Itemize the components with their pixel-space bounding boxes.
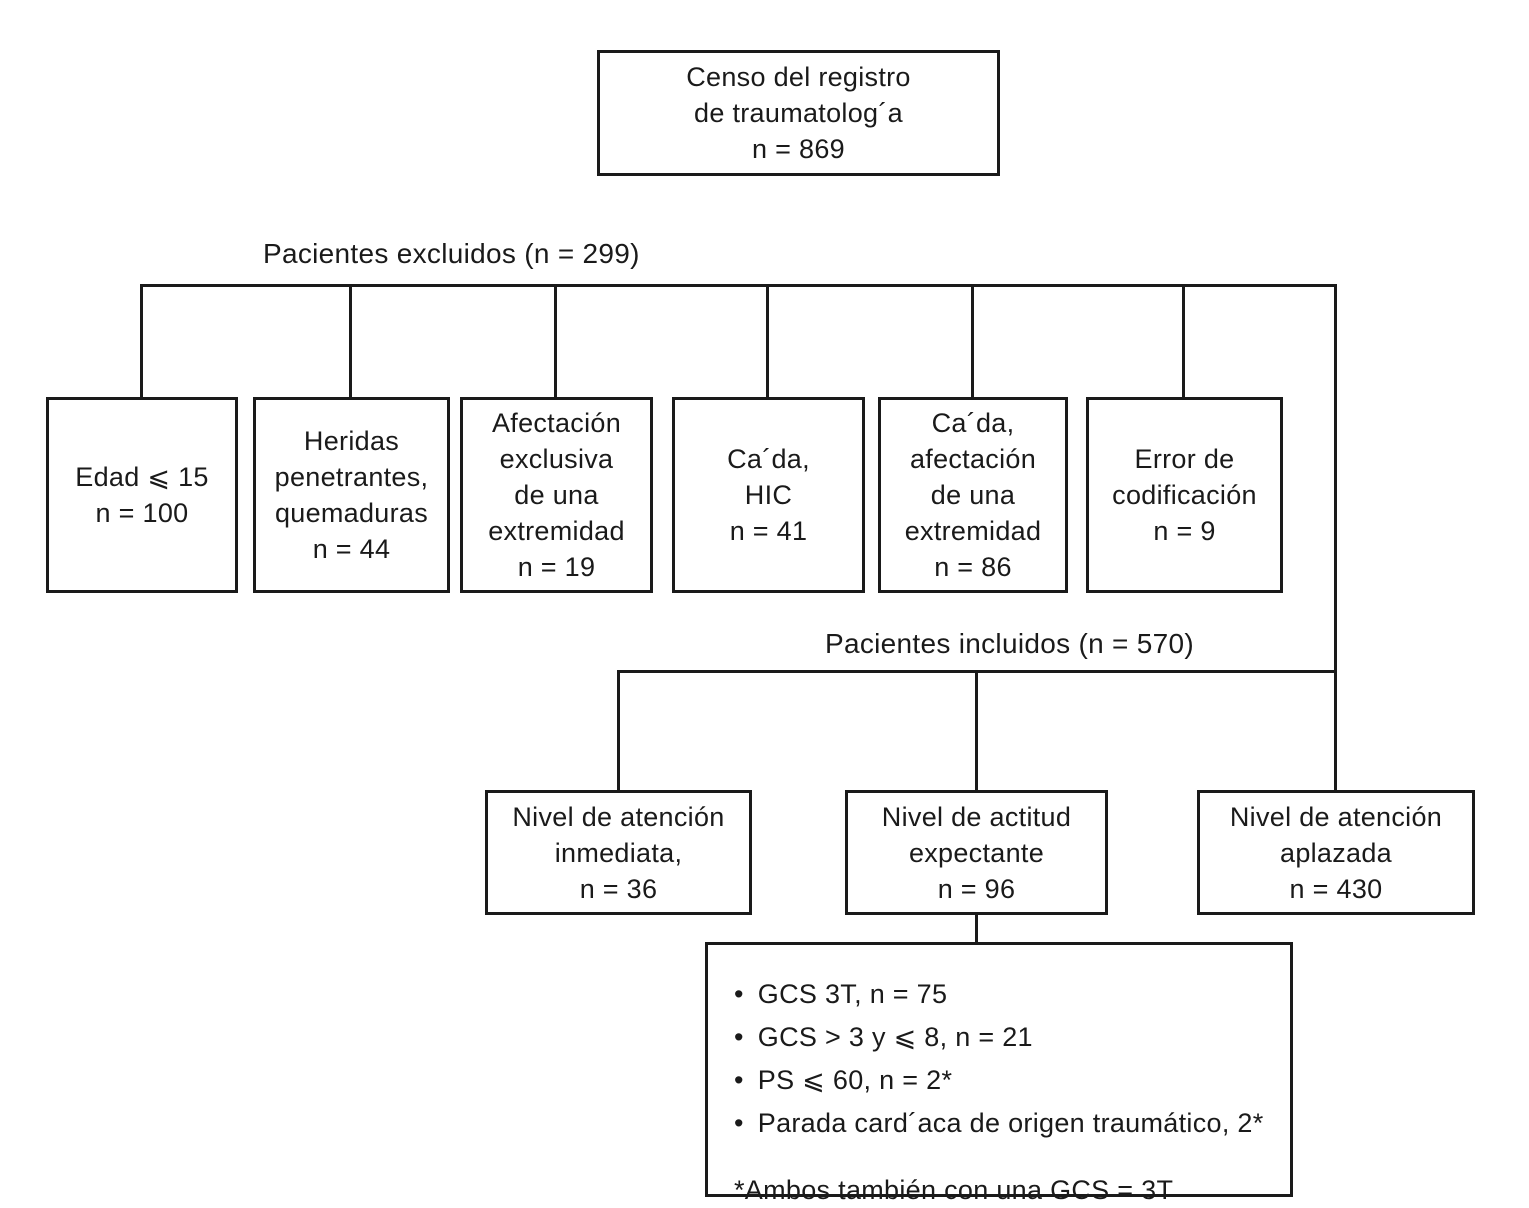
node-line: de una [930,480,1016,510]
bullet-icon: • [734,1065,744,1095]
node-line: codificación [1112,480,1257,510]
node-line: aplazada [1280,837,1392,868]
node-line: Ca´da, [931,408,1015,438]
detail-bullet-item: • Parada card´aca de origen traumático, … [734,1102,1272,1145]
node-line: n = 86 [934,552,1012,582]
connector-line [140,284,1337,287]
node-excluded-limb-only: Afectación exclusiva de una extremidad n… [460,397,653,593]
node-line: Heridas [303,426,400,456]
connector-line [1334,284,1337,793]
node-line: inmediata, [554,837,683,868]
connector-line [975,670,978,790]
node-deferred-care: Nivel de atención aplazada n = 430 [1197,790,1475,915]
node-census-root: Censo del registro de traumatolog´a n = … [597,50,1000,176]
node-line: n = 9 [1153,516,1216,546]
node-line: n = 36 [579,873,658,904]
node-line: n = 100 [95,498,189,528]
detail-footnote: *Ambos también con una GCS = 3T [734,1175,1174,1205]
node-excluded-fall-limb: Ca´da, afectación de una extremidad n = … [878,397,1068,593]
node-line: de traumatolog´a [694,98,903,128]
connector-line [349,284,352,398]
node-expectant-detail: • GCS 3T, n = 75 • GCS > 3 y ⩽ 8, n = 21… [705,942,1293,1205]
node-line: HIC [744,480,793,510]
bullet-icon: • [734,1022,744,1052]
connector-line [1182,284,1185,398]
node-line: Nivel de actitud [881,801,1072,832]
node-line: n = 96 [937,873,1016,904]
node-excluded-age: Edad ⩽ 15 n = 100 [46,397,238,593]
detail-bullet-item: • GCS > 3 y ⩽ 8, n = 21 [734,1016,1272,1059]
detail-bullet-text: GCS 3T, n = 75 [757,979,948,1009]
node-line: Censo del registro [686,62,911,92]
node-excluded-coding-error: Error de codificación n = 9 [1086,397,1283,593]
node-excluded-penetrating-wounds: Heridas penetrantes, quemaduras n = 44 [253,397,450,593]
node-line: n = 41 [729,516,808,546]
node-line: penetrantes, [274,462,429,492]
node-line: de una [514,480,599,510]
node-line: n = 44 [312,534,391,564]
detail-bullet-text: Parada card´aca de origen traumático, 2* [757,1108,1264,1138]
connector-line [140,284,143,398]
bullet-icon: • [734,1108,744,1138]
node-line: Afectación [491,408,622,438]
node-line: Ca´da, [727,444,810,474]
detail-bullet-text: GCS > 3 y ⩽ 8, n = 21 [757,1022,1033,1052]
node-line: expectante [908,837,1045,868]
node-line: n = 430 [1289,873,1383,904]
connector-line [975,915,978,945]
node-line: Edad ⩽ 15 [75,462,209,492]
node-line: extremidad [488,516,625,546]
node-excluded-fall-hic: Ca´da, HIC n = 41 [672,397,865,593]
connector-line [971,284,974,398]
node-line: Nivel de atención [1229,801,1443,832]
node-line: n = 19 [517,552,596,582]
excluded-patients-label: Pacientes excluidos (n = 299) [263,238,640,269]
included-patients-label: Pacientes incluidos (n = 570) [825,628,1195,659]
connector-line [554,284,557,398]
node-line: Error de [1134,444,1235,474]
node-line: quemaduras [274,498,429,528]
bullet-icon: • [734,979,744,1009]
connector-line [766,284,769,398]
node-line: afectación [909,444,1037,474]
connector-line [617,670,620,790]
node-line: n = 869 [752,134,845,164]
detail-bullet-item: • GCS 3T, n = 75 [734,973,1272,1016]
node-line: Nivel de atención [512,801,725,832]
node-immediate-care: Nivel de atención inmediata, n = 36 [485,790,752,915]
node-line: extremidad [904,516,1042,546]
node-line: exclusiva [499,444,614,474]
detail-bullet-item: • PS ⩽ 60, n = 2* [734,1059,1272,1102]
node-expectant-attitude: Nivel de actitud expectante n = 96 [845,790,1108,915]
detail-bullet-text: PS ⩽ 60, n = 2* [757,1065,953,1095]
